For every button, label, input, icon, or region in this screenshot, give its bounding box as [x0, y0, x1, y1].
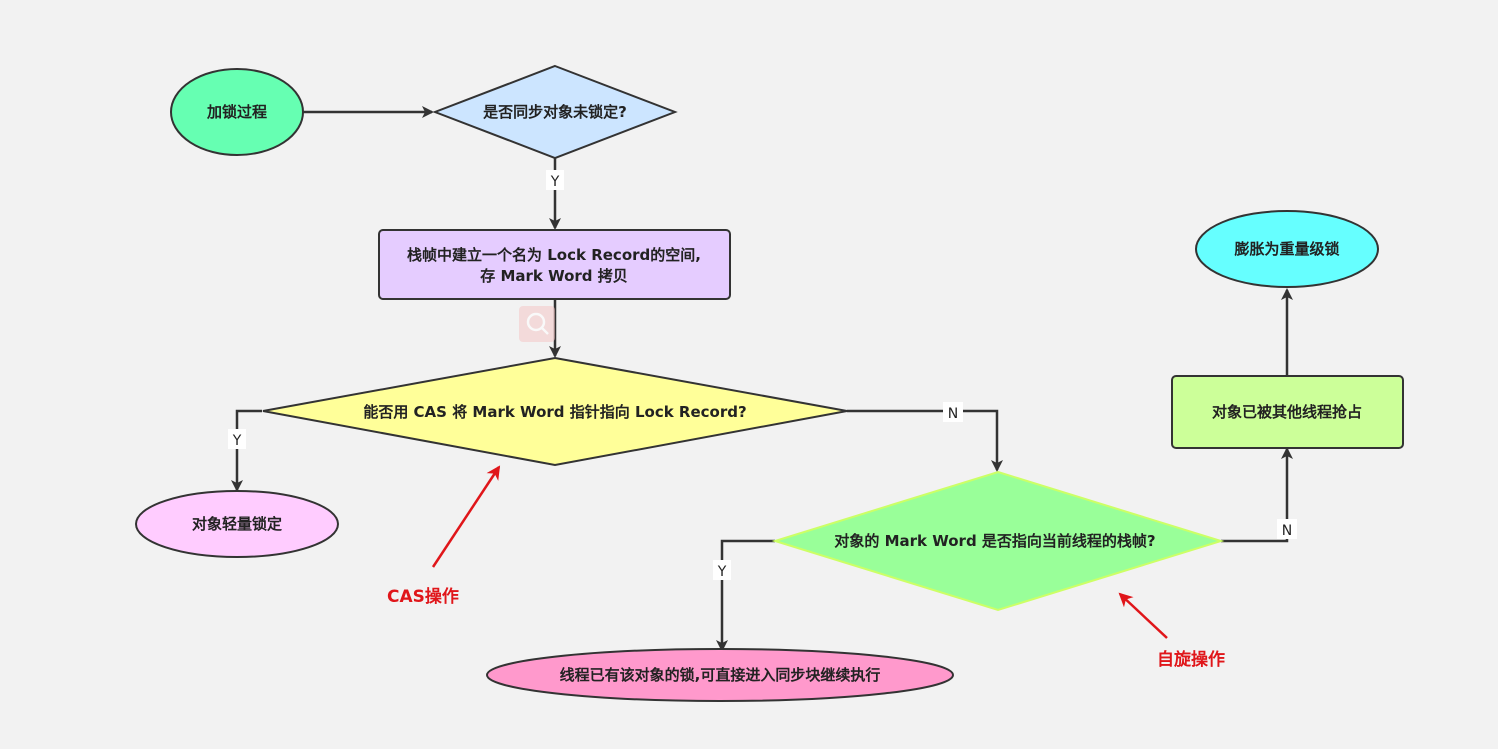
decision-cas: 能否用 CAS 将 Mark Word 指针指向 Lock Record? [262, 356, 848, 467]
node-already-owned: 线程已有该对象的锁,可直接进入同步块继续执行 [486, 648, 954, 702]
process-held-by-other: 对象已被其他线程抢占 [1171, 375, 1404, 449]
node-light-lock-label: 对象轻量锁定 [192, 515, 282, 533]
annotation-spin-label: 自旋操作 [1157, 649, 1225, 670]
node-already-owned-label: 线程已有该对象的锁,可直接进入同步块继续执行 [560, 666, 881, 684]
annotation-spin: 自旋操作 [1118, 592, 1225, 670]
node-light-lock: 对象轻量锁定 [135, 490, 339, 558]
edge-ownframe-to-owned [716, 539, 775, 652]
decision-cas-label: 能否用 CAS 将 Mark Word 指针指向 Lock Record? [363, 403, 746, 421]
annotation-cas-label: CAS操作 [387, 586, 459, 607]
decision-own-frame: 对象的 Mark Word 是否指向当前线程的栈帧? [771, 470, 1225, 612]
annotation-spin-arrow [1118, 592, 1168, 639]
edge-label-n2: N [1282, 523, 1292, 539]
edge-ownframe-to-other [1221, 447, 1293, 543]
annotation-cas: CAS操作 [387, 465, 501, 607]
edge-cas-to-lightlock [231, 409, 262, 492]
edge-label-y1: Y [550, 174, 560, 190]
edge-label-y2: Y [232, 433, 242, 449]
node-start: 加锁过程 [170, 68, 304, 156]
search-icon [519, 306, 555, 342]
process-lock-record-line2: 存 Mark Word 拷贝 [480, 267, 628, 285]
process-lock-record: 栈帧中建立一个名为 Lock Record的空间, 存 Mark Word 拷贝 [378, 229, 731, 300]
process-lock-record-line1: 栈帧中建立一个名为 Lock Record的空间, [407, 246, 701, 264]
connectors [231, 106, 1293, 652]
node-heavy-lock: 膨胀为重量级锁 [1195, 210, 1379, 288]
node-start-label: 加锁过程 [206, 103, 267, 121]
annotation-cas-arrow [431, 465, 501, 568]
decision-unlocked: 是否同步对象未锁定? [432, 64, 678, 160]
process-held-by-other-label: 对象已被其他线程抢占 [1212, 403, 1362, 421]
edge-labels: Y Y N Y N [228, 170, 1297, 580]
decision-unlocked-label: 是否同步对象未锁定? [482, 103, 627, 121]
decision-own-frame-label: 对象的 Mark Word 是否指向当前线程的栈帧? [834, 532, 1155, 550]
node-heavy-lock-label: 膨胀为重量级锁 [1234, 240, 1339, 258]
edge-label-y3: Y [717, 564, 727, 580]
edge-cas-to-ownframe [847, 409, 1003, 472]
edge-label-n1: N [948, 406, 958, 422]
